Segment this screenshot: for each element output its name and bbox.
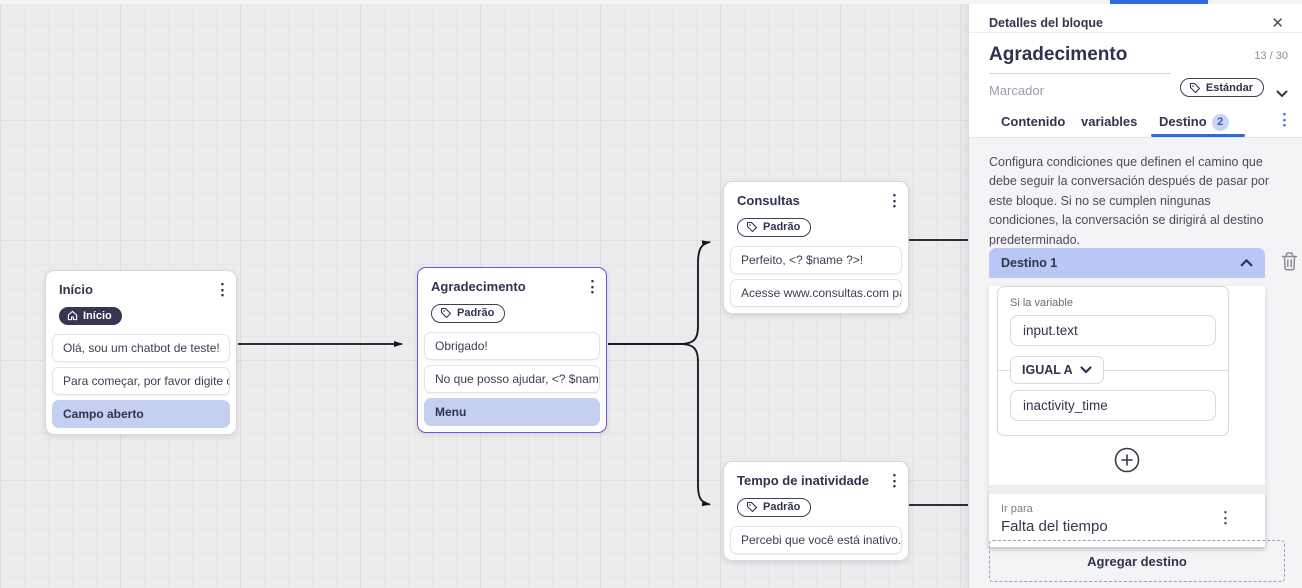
- condition-box: Si la variable IGUAL A: [997, 286, 1229, 436]
- divider: [989, 485, 1265, 494]
- marker-type-pill[interactable]: Estándar: [1179, 78, 1264, 99]
- node-consultas[interactable]: Consultas Padrão Perfeito, <? $name ?>! …: [723, 181, 909, 314]
- destination-1-header[interactable]: Destino 1: [989, 248, 1265, 278]
- node-title: Agradecimento: [431, 279, 526, 294]
- goto-section[interactable]: Ir para Falta del tiempo: [989, 494, 1265, 547]
- menu-item[interactable]: Menu: [424, 397, 600, 426]
- node-menu-icon[interactable]: [587, 279, 598, 296]
- panel-header: Detalles del bloque ✕ Agradecimento 13 /…: [969, 4, 1302, 138]
- tabs-menu-icon[interactable]: [1279, 112, 1290, 129]
- block-details-panel: Detalles del bloque ✕ Agradecimento 13 /…: [968, 0, 1302, 588]
- goto-value: Falta del tiempo: [1001, 518, 1108, 535]
- condition-label: Si la variable: [1010, 297, 1073, 309]
- chevron-up-icon[interactable]: [1240, 254, 1253, 272]
- start-badge-label: Início: [83, 309, 112, 322]
- goto-label: Ir para: [1001, 503, 1033, 515]
- destination-description: Configura condiciones que definen el cam…: [989, 155, 1270, 247]
- node-inicio[interactable]: Início Início Olá, sou um chatbot de tes…: [45, 270, 237, 435]
- message-item[interactable]: Acesse www.consultas.com par...: [730, 278, 902, 307]
- condition-variable-input[interactable]: [1010, 315, 1216, 346]
- node-menu-icon[interactable]: [889, 473, 900, 490]
- tab-contenido[interactable]: Contenido: [1001, 114, 1066, 129]
- cropped-toolbar-active-indicator: [1110, 0, 1208, 4]
- tag-icon: [1189, 82, 1200, 93]
- node-agradecimento[interactable]: Agradecimento Padrão Obrigado! No que po…: [417, 267, 607, 433]
- tab-variables[interactable]: variables: [1081, 114, 1138, 129]
- edge-agradecimento-tempo: [608, 343, 711, 507]
- message-item[interactable]: Percebi que você está inativo. C...: [730, 525, 902, 554]
- panel-tabs: Contenido variables Destino 2: [969, 108, 1302, 138]
- node-title: Início: [59, 282, 93, 297]
- tab-destino[interactable]: Destino 2: [1159, 114, 1229, 131]
- destino-count-badge: 2: [1211, 114, 1229, 131]
- close-icon[interactable]: ✕: [1271, 15, 1284, 32]
- tag-icon: [746, 221, 758, 233]
- destination-1-title: Destino 1: [1001, 256, 1058, 270]
- tab-destino-label: Destino: [1159, 114, 1207, 129]
- block-name-input[interactable]: Agradecimento: [989, 44, 1128, 65]
- standard-badge: Padrão: [431, 303, 506, 323]
- operator-label: IGUAL A: [1022, 363, 1073, 377]
- cropped-toolbar-strip: [0, 0, 1302, 4]
- active-tab-underline: [1151, 134, 1245, 137]
- node-title: Tempo de inatividade: [737, 473, 869, 488]
- message-item[interactable]: Olá, sou um chatbot de teste!: [52, 333, 230, 362]
- message-item[interactable]: Perfeito, <? $name ?>!: [730, 245, 902, 274]
- node-tempo-inatividade[interactable]: Tempo de inatividade Padrão Percebi que …: [723, 461, 909, 561]
- tag-icon: [440, 307, 452, 319]
- open-field-item[interactable]: Campo aberto: [52, 399, 230, 428]
- message-item[interactable]: No que posso ajudar, <? $name ...: [424, 364, 600, 393]
- node-title: Consultas: [737, 193, 800, 208]
- home-icon: [67, 310, 78, 321]
- destination-1-body: Si la variable IGUAL A Ir para: [989, 286, 1265, 547]
- add-destination-button[interactable]: Agregar destino: [989, 540, 1285, 582]
- tag-icon: [746, 501, 758, 513]
- marker-type-label: Estándar: [1205, 81, 1253, 94]
- divider: [969, 32, 1302, 33]
- condition-value-input[interactable]: [1010, 390, 1216, 421]
- chevron-down-icon: [1080, 366, 1092, 374]
- operator-dropdown[interactable]: IGUAL A: [1010, 356, 1104, 384]
- panel-title: Detalles del bloque: [989, 16, 1103, 30]
- standard-badge: Padrão: [737, 497, 812, 517]
- marker-field[interactable]: Marcador: [989, 83, 1044, 98]
- goto-menu-icon[interactable]: [1220, 510, 1231, 527]
- add-condition-icon[interactable]: [1114, 447, 1140, 473]
- node-menu-icon[interactable]: [889, 193, 900, 210]
- standard-badge-label: Padrão: [763, 221, 801, 233]
- start-badge: Início: [59, 306, 122, 325]
- message-item[interactable]: Para começar, por favor digite o ...: [52, 366, 230, 395]
- name-input-underline: [989, 73, 1171, 74]
- message-item[interactable]: Obrigado!: [424, 331, 600, 360]
- standard-badge: Padrão: [737, 217, 812, 237]
- standard-badge-label: Padrão: [763, 501, 801, 513]
- delete-destination-icon[interactable]: [1281, 252, 1298, 276]
- edge-agradecimento-consultas: [608, 240, 711, 345]
- chevron-down-icon[interactable]: [1276, 85, 1288, 103]
- standard-badge-label: Padrão: [457, 307, 495, 319]
- char-count: 13 / 30: [1254, 50, 1288, 62]
- destination-1-group: Destino 1 Si la variable IGUAL A: [989, 248, 1265, 547]
- node-menu-icon[interactable]: [217, 282, 228, 299]
